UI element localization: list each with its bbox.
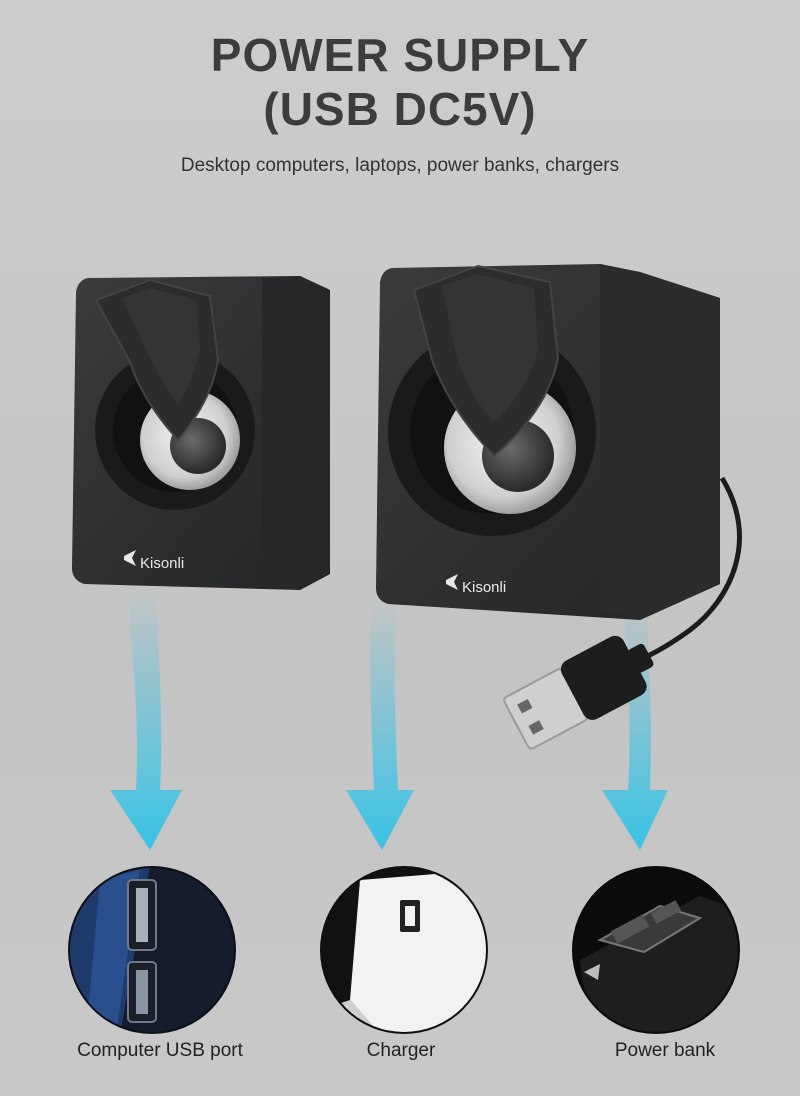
speaker-left: Kisonli — [72, 276, 330, 590]
page-title: POWER SUPPLY (USB DC5V) — [0, 28, 800, 136]
arrow-middle — [346, 600, 414, 850]
speaker-right: Kisonli — [376, 264, 720, 620]
svg-text:Kisonli: Kisonli — [140, 555, 184, 572]
label-charger: Charger — [366, 1040, 436, 1061]
title-line-2: (USB DC5V) — [263, 83, 537, 135]
subtitle: Desktop computers, laptops, power banks,… — [180, 155, 620, 176]
arrow-right — [602, 600, 668, 850]
computer-usb-port-image — [68, 866, 236, 1034]
usb-plug — [503, 635, 654, 750]
arrow-left — [110, 590, 182, 850]
label-power-bank: Power bank — [614, 1040, 716, 1061]
title-line-1: POWER SUPPLY — [210, 29, 590, 81]
charger-image — [320, 866, 488, 1034]
power-bank-image — [572, 866, 740, 1034]
svg-text:Kisonli: Kisonli — [462, 579, 506, 596]
brand-logo-left: Kisonli — [124, 550, 184, 572]
label-computer-usb-port: Computer USB port — [77, 1040, 243, 1061]
brand-logo-right: Kisonli — [446, 574, 506, 596]
